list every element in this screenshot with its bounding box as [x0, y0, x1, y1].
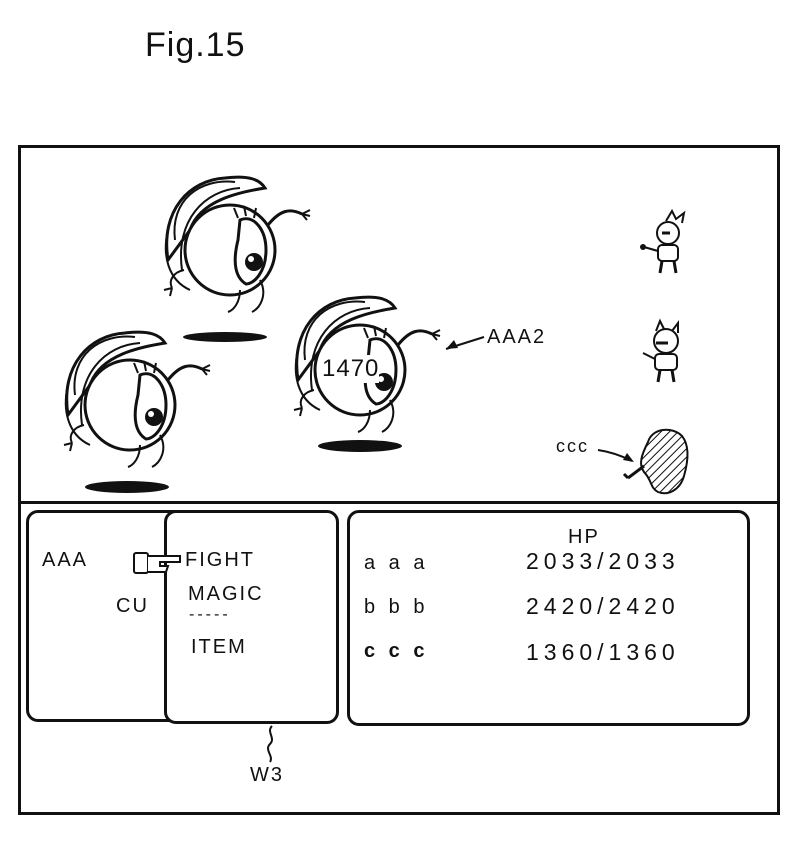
- hero-sprite: [642, 318, 679, 383]
- leader-w3: [267, 725, 273, 763]
- figure-title: Fig.15: [145, 26, 246, 64]
- monster-sprite: [292, 295, 442, 452]
- battle-divider: [18, 501, 780, 504]
- party-member-name: AAA: [42, 549, 89, 571]
- monster-sprite: [162, 175, 312, 342]
- command-fight[interactable]: FIGHT: [185, 549, 255, 571]
- window-label-w3: W3: [250, 764, 284, 786]
- party-row-name: a a a: [364, 552, 429, 574]
- label-ccc: ccc: [556, 436, 589, 456]
- label-aaa2: AAA2: [487, 326, 547, 348]
- hero-sprite-shaded: [622, 428, 689, 495]
- party-row-hp: 1360/1360: [526, 639, 680, 665]
- hero-sprite: [640, 208, 686, 274]
- party-row-hp: 2033/2033: [526, 548, 680, 574]
- monster-sprite: [62, 330, 212, 493]
- game-screen: [18, 145, 780, 815]
- cursor-label: CU: [116, 595, 149, 617]
- command-item[interactable]: ITEM: [191, 636, 247, 658]
- party-window: [26, 510, 186, 722]
- party-row-name: c c c: [364, 640, 429, 662]
- arrow-ccc: [597, 449, 634, 462]
- command-separator: -----: [189, 606, 231, 623]
- arrow-aaa2: [445, 336, 485, 350]
- command-window: [164, 510, 339, 724]
- party-row-name: b b b: [364, 596, 429, 618]
- party-row-hp: 2420/2420: [526, 593, 680, 619]
- hp-header: HP: [568, 526, 600, 548]
- command-magic[interactable]: MAGIC: [188, 583, 264, 605]
- damage-number: 1470: [322, 355, 380, 383]
- hp-window: [347, 510, 750, 726]
